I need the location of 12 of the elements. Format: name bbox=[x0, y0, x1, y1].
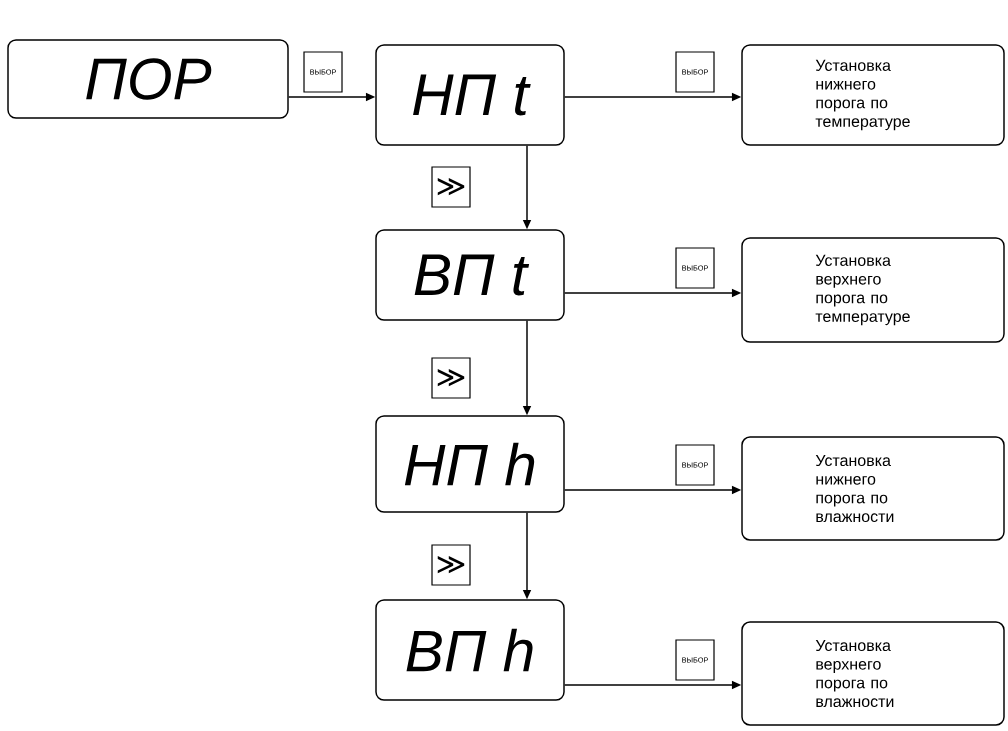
display-box: ВП h bbox=[375, 599, 565, 701]
key-button: ≫ bbox=[431, 544, 471, 586]
display-box: НП h bbox=[375, 415, 565, 513]
description-box: Установка верхнего порога по влажности bbox=[741, 621, 1005, 726]
description-box: Установка нижнего порога по влажности bbox=[741, 436, 1005, 541]
display-box: НП t bbox=[375, 44, 565, 146]
display-box: ПОР bbox=[7, 39, 289, 119]
key-button: ≫ bbox=[431, 357, 471, 399]
description-box: Установка нижнего порога по температуре bbox=[741, 44, 1005, 146]
display-box: ВП t bbox=[375, 229, 565, 321]
key-button: ≫ bbox=[431, 166, 471, 208]
description-box: Установка верхнего порога по температуре bbox=[741, 237, 1005, 343]
